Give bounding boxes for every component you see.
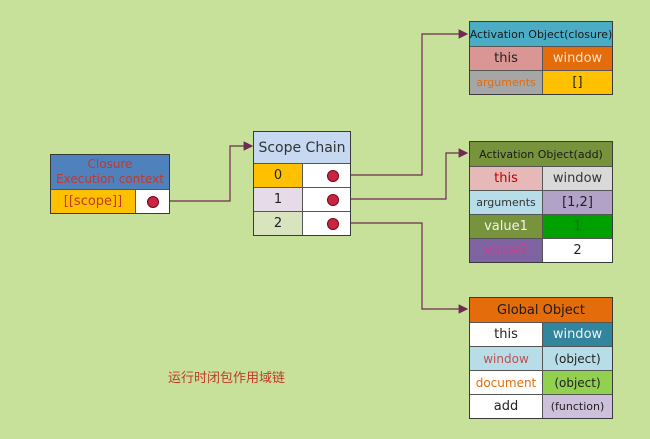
scope-chain-pointer-cell-1 xyxy=(302,187,350,211)
global-value-this: window xyxy=(542,322,612,346)
global-object: Global Object this window window (object… xyxy=(469,297,613,419)
arrow-chain2-to-global xyxy=(338,222,469,314)
ao-add-name-this: this xyxy=(470,166,542,190)
scope-chain: Scope Chain 0 1 2 xyxy=(253,131,351,236)
ao-closure-title: Activation Object(closure) xyxy=(470,22,612,46)
scope-chain-pointer-cell-0 xyxy=(302,163,350,187)
global-value-add: (function) xyxy=(542,394,612,418)
scope-chain-title: Scope Chain xyxy=(254,132,350,163)
global-name-document: document xyxy=(470,370,542,394)
arrow-chain1-to-ao-add xyxy=(338,148,469,200)
scope-chain-pointer-0 xyxy=(327,170,339,182)
scope-chain-index-1: 1 xyxy=(254,187,302,211)
closure-scope-label: [[scope]] xyxy=(51,189,135,213)
scope-chain-pointer-1 xyxy=(327,194,339,206)
scope-chain-index-2: 2 xyxy=(254,211,302,235)
global-value-window: (object) xyxy=(542,346,612,370)
scope-chain-pointer-cell-2 xyxy=(302,211,350,235)
ao-closure-value-arguments: [] xyxy=(542,70,612,94)
global-value-document: (object) xyxy=(542,370,612,394)
closure-execution-context: Closure Execution context [[scope]] xyxy=(50,154,170,214)
closure-scope-pointer xyxy=(147,196,159,208)
ao-add-value-arguments: [1,2] xyxy=(542,190,612,214)
ao-add-name-value1: value1 xyxy=(470,214,542,238)
scope-chain-pointer-2 xyxy=(327,218,339,230)
closure-title-line2: Execution context xyxy=(56,172,164,186)
closure-title-line1: Closure xyxy=(87,157,133,171)
scope-chain-index-0: 0 xyxy=(254,163,302,187)
ao-add-title: Activation Object(add) xyxy=(470,142,612,166)
closure-header: Closure Execution context xyxy=(51,155,169,189)
ao-closure-name-arguments: arguments xyxy=(470,70,542,94)
arrow-scope-to-chain xyxy=(158,141,254,202)
ao-closure-name-this: this xyxy=(470,46,542,70)
ao-add-value-value1: 1 xyxy=(542,214,612,238)
global-name-add: add xyxy=(470,394,542,418)
global-name-this: this xyxy=(470,322,542,346)
activation-object-add: Activation Object(add) this window argum… xyxy=(469,141,613,263)
diagram-caption: 运行时闭包作用域链 xyxy=(168,371,286,386)
ao-closure-value-this: window xyxy=(542,46,612,70)
ao-add-value-this: window xyxy=(542,166,612,190)
closure-scope-pointer-cell xyxy=(135,189,169,213)
global-title: Global Object xyxy=(470,298,612,322)
ao-add-name-value2: value2 xyxy=(470,238,542,262)
ao-add-value-value2: 2 xyxy=(542,238,612,262)
global-name-window: window xyxy=(470,346,542,370)
arrow-chain0-to-ao-closure xyxy=(338,29,469,176)
activation-object-closure: Activation Object(closure) this window a… xyxy=(469,21,613,95)
ao-add-name-arguments: arguments xyxy=(470,190,542,214)
